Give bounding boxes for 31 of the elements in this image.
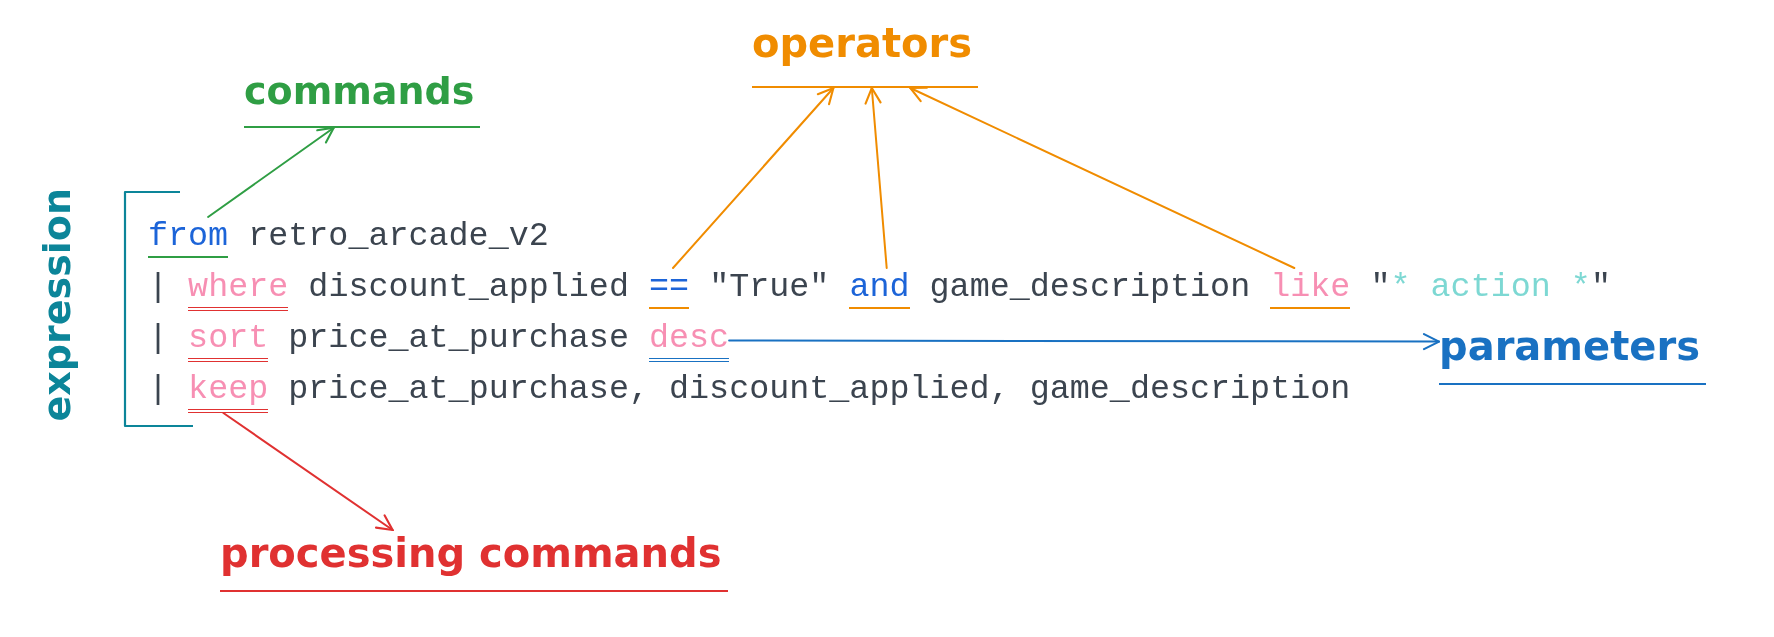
annotation-label: parameters <box>1439 323 1706 385</box>
arrow <box>728 333 1441 351</box>
annotation-label: processing commands <box>220 530 728 592</box>
code-keyword: keep <box>188 370 269 413</box>
code-string: * action * <box>1390 268 1591 307</box>
code-keyword: desc <box>649 319 730 362</box>
annotation-label: operators <box>752 20 979 88</box>
code-operator: == <box>649 268 690 309</box>
code-operator: like <box>1270 268 1351 309</box>
code-text: price_at_purchase, discount_applied, game_description <box>288 370 1351 409</box>
arrow <box>864 86 888 269</box>
code-text: game_description <box>929 268 1251 307</box>
pipe-symbol: | <box>148 319 169 358</box>
pipe-symbol: | <box>148 370 169 409</box>
code-text: price_at_purchase <box>288 319 629 358</box>
code-keyword: from <box>148 217 229 258</box>
quote-mark: " <box>1370 268 1391 307</box>
arrow <box>222 412 394 532</box>
code-string: "True" <box>709 268 830 307</box>
pipe-symbol: | <box>148 268 169 307</box>
code-operator: and <box>849 268 910 309</box>
code-keyword: where <box>188 268 289 311</box>
arrow <box>672 86 835 269</box>
code-text: discount_applied <box>308 268 629 307</box>
annotation-label: expression <box>36 188 80 422</box>
quote-mark: " <box>1590 268 1611 307</box>
arrow <box>909 86 1296 269</box>
code-keyword: sort <box>188 319 269 362</box>
arrow <box>207 126 335 218</box>
code-text: retro_arcade_v2 <box>248 217 549 256</box>
annotation-label: commands <box>244 70 481 128</box>
